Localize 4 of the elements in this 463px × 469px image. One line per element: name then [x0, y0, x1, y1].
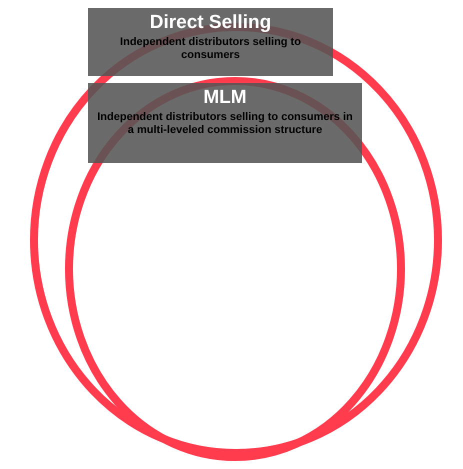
heading: Direct Selling	[150, 12, 272, 34]
heading: MLM	[203, 87, 247, 109]
description: Independent distributors selling to consumers	[119, 36, 302, 62]
description: Independent distributors selling to consumers in a multi-leveled commission structure	[96, 111, 354, 137]
